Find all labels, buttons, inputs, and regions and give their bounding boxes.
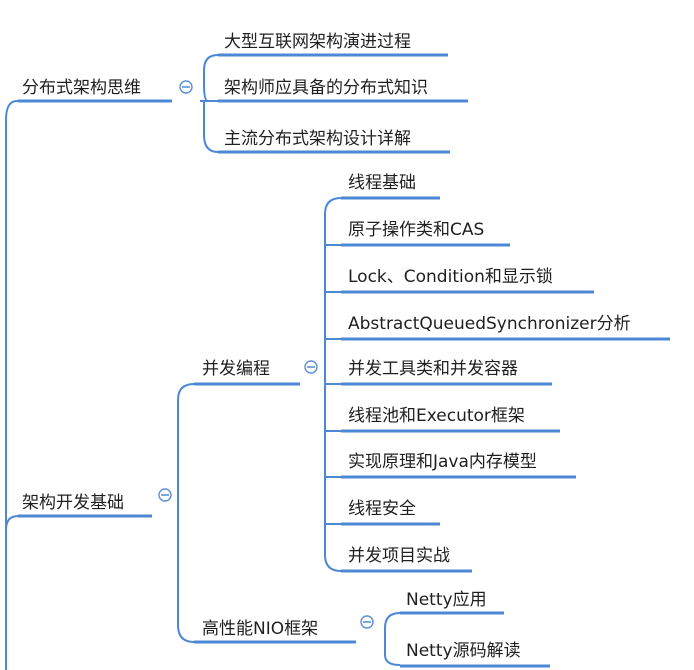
node-label: 线程安全 bbox=[348, 499, 416, 519]
node-label: 线程池和Executor框架 bbox=[348, 406, 525, 426]
connectors bbox=[5, 54, 401, 670]
node-lock-condition[interactable]: Lock、Condition和显示锁 bbox=[341, 267, 594, 294]
node-netty-source-code[interactable]: Netty源码解读 bbox=[400, 641, 550, 668]
node-netty-application[interactable]: Netty应用 bbox=[400, 590, 504, 615]
subbranch-concurrent-programming[interactable]: 并发编程 bbox=[194, 359, 318, 386]
nio-connector bbox=[384, 612, 401, 642]
node-concurrency-project[interactable]: 并发项目实战 bbox=[341, 546, 472, 573]
collapse-toggle-icon[interactable] bbox=[360, 615, 374, 629]
branch2-connector-up bbox=[177, 383, 195, 516]
node-label: 实现原理和Java内存模型 bbox=[348, 452, 537, 472]
branch1-connector bbox=[200, 54, 219, 102]
branch2-connector-down bbox=[177, 516, 195, 643]
node-aqs-analysis[interactable]: AbstractQueuedSynchronizer分析 bbox=[341, 314, 670, 341]
trunk-connector-2 bbox=[5, 515, 19, 531]
node-jmm-principles[interactable]: 实现原理和Java内存模型 bbox=[341, 452, 576, 479]
node-thread-safety[interactable]: 线程安全 bbox=[341, 499, 440, 526]
node-label: 原子操作类和CAS bbox=[348, 220, 484, 240]
collapse-toggle-icon[interactable] bbox=[179, 80, 193, 94]
node-label: Netty应用 bbox=[406, 590, 487, 610]
node-thread-basics[interactable]: 线程基础 bbox=[341, 173, 440, 200]
branch1-connector-c bbox=[203, 101, 219, 153]
collapse-toggle-icon[interactable] bbox=[304, 360, 318, 374]
node-label: Netty源码解读 bbox=[406, 641, 521, 661]
concurrency-connector-down bbox=[324, 384, 342, 572]
node-concurrent-tools-containers[interactable]: 并发工具类和并发容器 bbox=[341, 359, 552, 386]
subbranch-label: 高性能NIO框架 bbox=[202, 619, 318, 639]
concurrency-connector-up bbox=[324, 197, 342, 384]
branch-label: 架构开发基础 bbox=[22, 493, 124, 513]
branch-distributed-thinking[interactable]: 分布式架构思维 bbox=[18, 78, 193, 103]
node-architect-distributed-knowledge[interactable]: 架构师应具备的分布式知识 bbox=[218, 78, 468, 103]
branch-label: 分布式架构思维 bbox=[22, 78, 141, 98]
node-label: AbstractQueuedSynchronizer分析 bbox=[348, 314, 631, 334]
node-label: 并发工具类和并发容器 bbox=[348, 359, 518, 379]
node-label: 并发项目实战 bbox=[348, 546, 450, 566]
subbranch-label: 并发编程 bbox=[202, 359, 270, 379]
nio-connector-b bbox=[384, 642, 401, 666]
subbranch-high-performance-nio[interactable]: 高性能NIO框架 bbox=[194, 615, 374, 644]
branch-architecture-dev-basics[interactable]: 架构开发基础 bbox=[18, 488, 172, 518]
node-label: 主流分布式架构设计详解 bbox=[224, 129, 411, 149]
node-threadpool-executor[interactable]: 线程池和Executor框架 bbox=[341, 406, 560, 433]
node-internet-architecture-evolution[interactable]: 大型互联网架构演进过程 bbox=[218, 32, 448, 57]
node-label: 架构师应具备的分布式知识 bbox=[224, 78, 428, 98]
node-atomic-cas[interactable]: 原子操作类和CAS bbox=[341, 220, 510, 247]
trunk-connector bbox=[5, 99, 19, 670]
node-mainstream-distributed-design[interactable]: 主流分布式架构设计详解 bbox=[218, 129, 450, 154]
node-label: 大型互联网架构演进过程 bbox=[224, 32, 411, 52]
collapse-toggle-icon[interactable] bbox=[158, 488, 172, 502]
node-label: Lock、Condition和显示锁 bbox=[348, 267, 553, 287]
node-label: 线程基础 bbox=[348, 173, 416, 193]
